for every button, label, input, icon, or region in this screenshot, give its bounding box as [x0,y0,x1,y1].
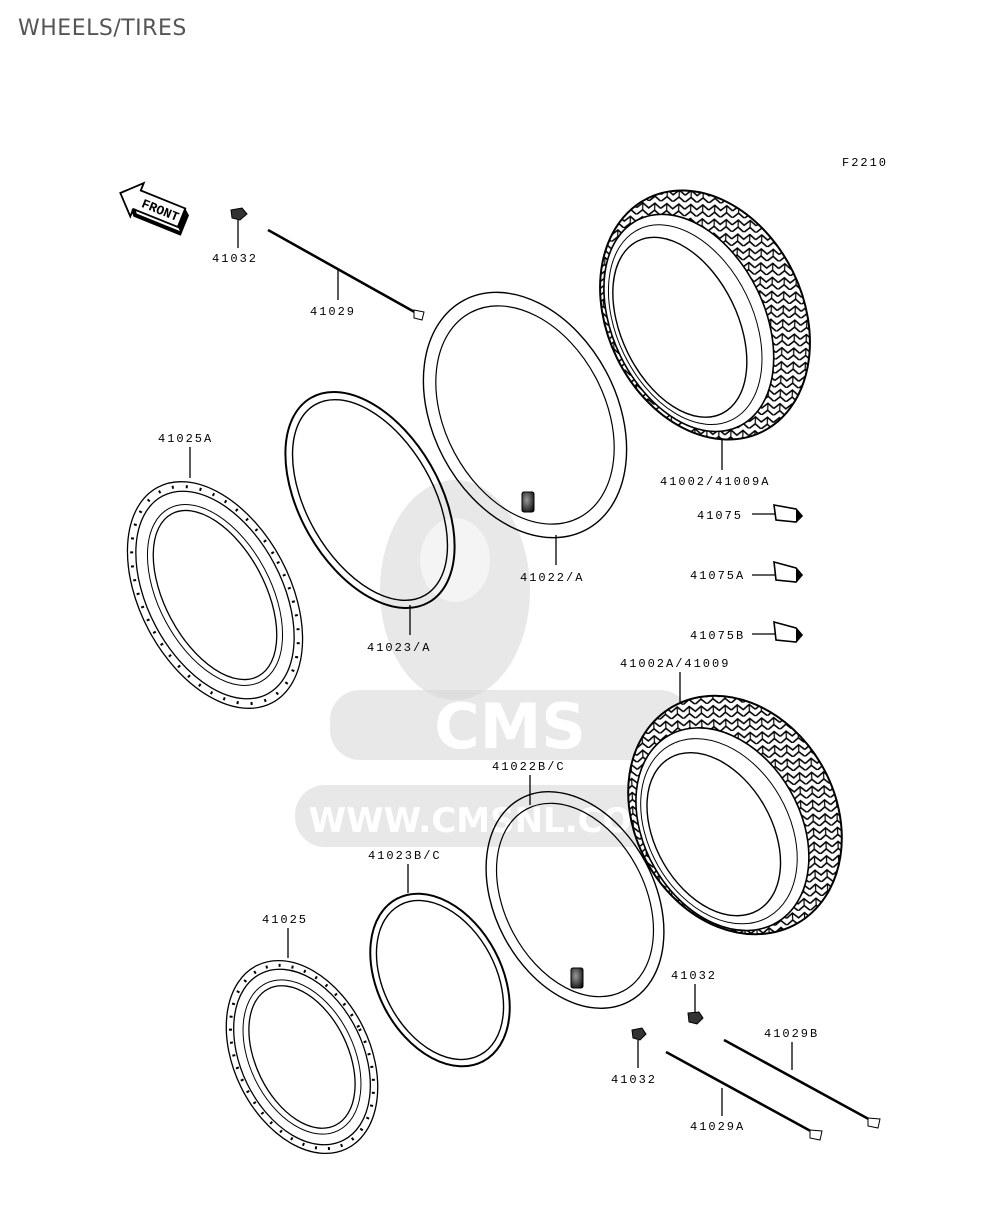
valve-cap-icon [230,207,248,248]
label-41075b: 41075B [690,629,745,643]
label-41023b: 41023B/C [368,849,442,863]
label-41002a: 41002A/41009 [620,657,730,671]
label-41032-top: 41032 [212,252,258,266]
watermark: CMS WWW.CMSNL.COM [295,480,690,847]
label-41075: 41075 [697,509,743,523]
tube-valve-icon [521,491,535,513]
balance-weight-icon [752,504,804,523]
rim-icon [126,481,304,709]
label-41029: 41029 [310,305,356,319]
watermark-brand: CMS [434,690,586,763]
front-tire-icon [627,694,843,936]
lower-valve-cap-icon [631,1027,647,1041]
rear-tire-icon [599,189,811,441]
front-valve-cap-icon [687,1011,704,1025]
label-41023a: 41023/A [367,641,431,655]
label-41022a: 41022/A [520,571,584,585]
balance-weight-a-icon [752,560,804,583]
balance-weight-b-icon [752,620,804,643]
spoke-b-icon [723,1038,881,1129]
rim-band-icon [284,390,456,610]
watermark-url: WWW.CMSNL.COM [309,801,666,841]
label-41029a: 41029A [690,1120,745,1134]
spoke-icon [267,228,425,321]
spoke-a-icon [665,1050,823,1141]
front-inner-tube-icon [485,791,665,1009]
front-rim-icon [225,959,379,1155]
label-41022b: 41022B/C [492,760,566,774]
label-41029b: 41029B [764,1027,819,1041]
inner-tube-icon [422,291,628,539]
label-41075a: 41075A [690,569,745,583]
label-41032-mid: 41032 [671,969,717,983]
label-41025: 41025 [262,913,308,927]
front-arrow-icon: FRONT [119,181,189,236]
page-title: WHEELS/TIRES [18,16,187,41]
label-41032-low: 41032 [611,1073,657,1087]
front-tube-valve-icon [570,967,584,989]
figure-code: F2210 [842,156,888,170]
front-rim-band-icon [369,892,511,1068]
label-41025a: 41025A [158,432,213,446]
label-41002: 41002/41009A [660,475,770,489]
